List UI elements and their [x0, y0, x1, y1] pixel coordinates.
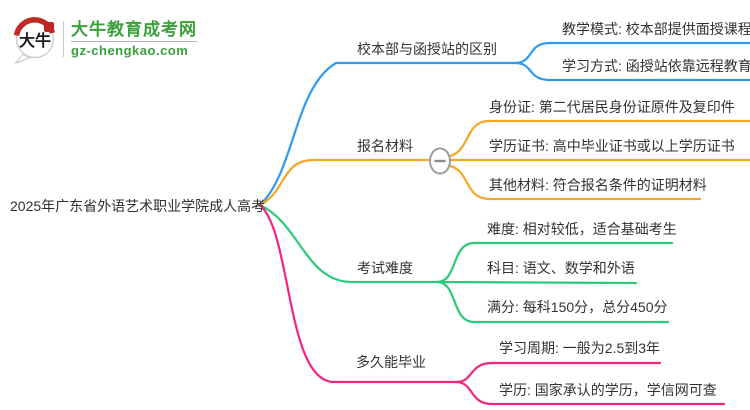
- branch-node-campus-vs-correspondence[interactable]: 校本部与函授站的区别: [357, 41, 497, 57]
- logo-divider: [63, 21, 64, 57]
- bull-speech-bubble-icon: 大牛: [13, 17, 56, 65]
- leaf-node-degree-recognition[interactable]: 学历: 国家承认的学历，学信网可查: [499, 382, 717, 398]
- leaf-node-diploma[interactable]: 学历证书: 高中毕业证书或以上学历证书: [489, 138, 735, 154]
- logo-icon-text: 大牛: [19, 31, 51, 50]
- branch-node-registration-materials[interactable]: 报名材料: [357, 138, 413, 154]
- branch-pink-child1-line: [454, 361, 662, 384]
- logo-title: 大牛教育成考网: [71, 20, 197, 39]
- leaf-node-difficulty[interactable]: 难度: 相对较低，适合基础考生: [487, 221, 677, 237]
- leaf-node-id-card[interactable]: 身份证: 第二代居民身份证原件及复印件: [489, 99, 735, 115]
- branch-green-child1-line: [435, 241, 674, 284]
- logo-rule: [71, 41, 197, 42]
- leaf-node-study-period[interactable]: 学习周期: 一般为2.5到3年: [499, 340, 661, 356]
- logo-domain-url: gz-chengkao.com: [71, 43, 189, 58]
- branch-green-main-line: [258, 203, 439, 284]
- branch-node-graduation-time[interactable]: 多久能毕业: [356, 354, 426, 370]
- site-logo[interactable]: 大牛 大牛教育成考网 gz-chengkao.com: [10, 13, 197, 65]
- branch-pink-child2-line: [454, 380, 726, 406]
- branch-blue-child2-line: [513, 61, 750, 82]
- leaf-node-teaching-mode[interactable]: 教学模式: 校本部提供面授课程: [562, 21, 750, 37]
- collapse-button[interactable]: [429, 147, 451, 175]
- leaf-node-subjects[interactable]: 科目: 语文、数学和外语: [487, 260, 635, 276]
- branch-green-child2-line: [435, 280, 638, 285]
- branch-pink-main-line: [258, 203, 458, 384]
- red-seal-icon: [44, 22, 54, 32]
- branch-green-child3-line: [435, 280, 670, 324]
- branch-orange-child1-line: [448, 119, 750, 158]
- leaf-node-other-materials[interactable]: 其他材料: 符合报名条件的证明材料: [489, 177, 707, 193]
- leaf-node-full-score[interactable]: 满分: 每科150分，总分450分: [487, 299, 668, 315]
- branch-orange-child3-line: [448, 164, 702, 201]
- branch-orange-main-line: [258, 158, 431, 207]
- branch-blue-child1-line: [513, 41, 750, 65]
- branch-node-exam-difficulty[interactable]: 考试难度: [357, 260, 413, 276]
- leaf-node-study-method[interactable]: 学习方式: 函授站依靠远程教育: [562, 58, 750, 74]
- root-node[interactable]: 2025年广东省外语艺术职业学院成人高考: [10, 198, 266, 214]
- branch-blue-main-line: [258, 61, 517, 207]
